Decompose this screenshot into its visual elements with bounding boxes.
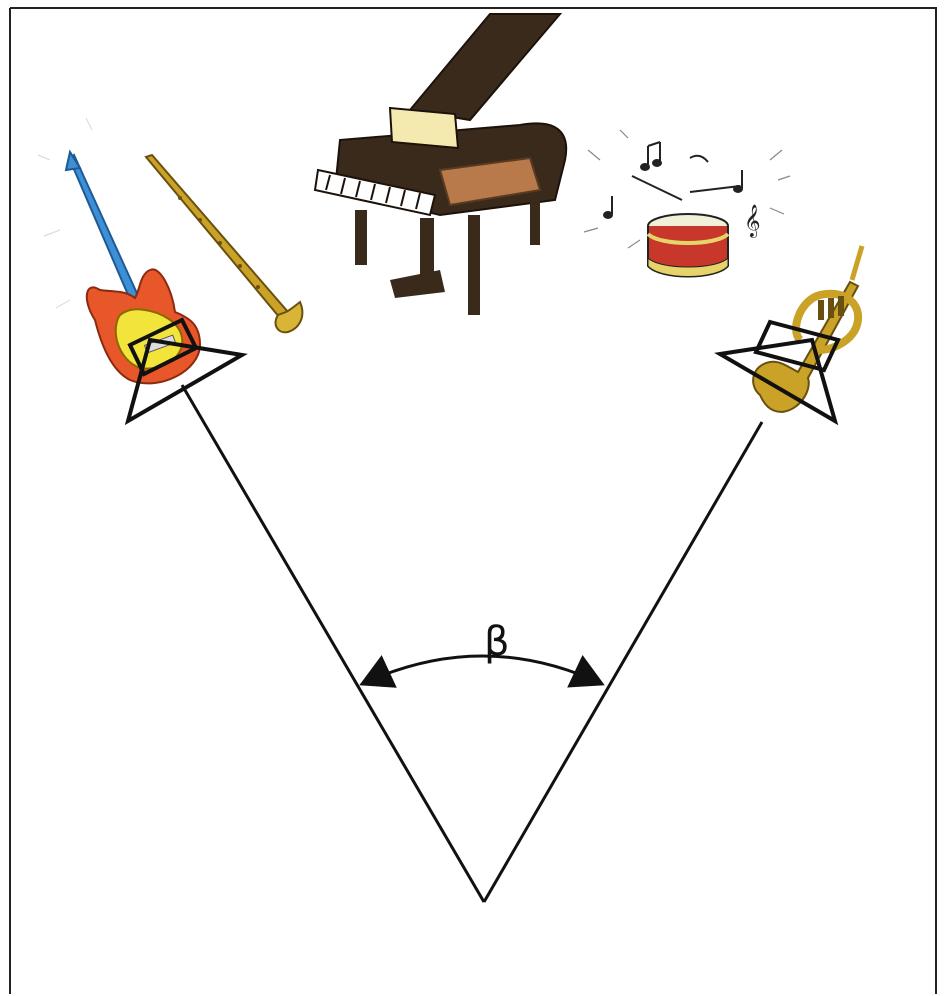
right-speaker-line	[482, 421, 764, 903]
clarinet-icon	[144, 153, 304, 334]
left-speaker-line	[180, 384, 486, 903]
grand-piano-icon	[313, 13, 568, 315]
svg-text:𝄞: 𝄞	[744, 204, 761, 238]
angle-label: β	[484, 619, 510, 665]
drum-with-notes-icon: 𝄞	[583, 129, 791, 278]
trumpet-icon	[752, 245, 865, 414]
frame-border	[9, 7, 937, 994]
angle-arc	[359, 654, 605, 688]
right-loudspeaker-icon	[714, 319, 841, 426]
electric-guitar-icon	[37, 117, 202, 385]
